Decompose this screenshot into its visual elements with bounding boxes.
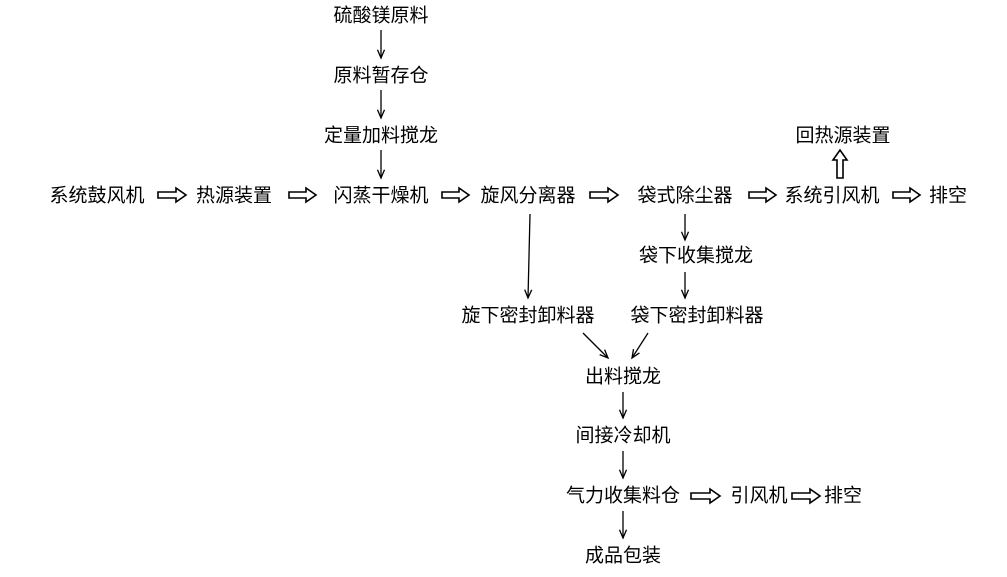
node-dosing-auger: 定量加料搅龙 bbox=[323, 124, 439, 147]
arrowhead bbox=[618, 469, 628, 480]
arrowhead bbox=[376, 169, 386, 180]
node-flash-dryer: 闪蒸干燥机 bbox=[333, 184, 429, 207]
hollow-flow-arrow bbox=[157, 186, 188, 204]
arrowhead bbox=[376, 49, 386, 60]
flow-arrow bbox=[527, 213, 531, 299]
node-bag-collect-auger: 袋下收集搅龙 bbox=[638, 244, 754, 267]
hollow-flow-arrow bbox=[288, 186, 318, 204]
hollow-flow-arrow bbox=[589, 186, 620, 204]
arrowhead bbox=[631, 349, 640, 360]
hollow-flow-arrow bbox=[831, 148, 849, 179]
node-product-packing: 成品包装 bbox=[584, 544, 662, 567]
arrowhead bbox=[376, 109, 386, 120]
arrowhead bbox=[618, 529, 628, 540]
node-system-induced-fan: 系统引风机 bbox=[784, 184, 880, 207]
node-return-heat-source: 回热源装置 bbox=[795, 124, 891, 147]
arrowhead bbox=[680, 289, 690, 300]
node-exhaust-2: 排空 bbox=[823, 484, 863, 507]
arrowhead bbox=[599, 349, 610, 360]
hollow-flow-arrow bbox=[791, 487, 822, 505]
node-exhaust-1: 排空 bbox=[928, 184, 968, 207]
node-bag-rotary-valve: 袋下密封卸料器 bbox=[630, 304, 764, 327]
node-pneumatic-silo: 气力收集料仓 bbox=[565, 484, 681, 507]
arrowhead bbox=[618, 409, 628, 420]
flow-arrow bbox=[582, 332, 609, 359]
node-cyclone-rotary-valve: 旋下密封卸料器 bbox=[461, 304, 595, 327]
node-bag-filter: 袋式除尘器 bbox=[637, 184, 733, 207]
node-raw-storage: 原料暂存仓 bbox=[333, 64, 429, 87]
arrowhead bbox=[524, 289, 533, 300]
node-heat-source: 热源装置 bbox=[195, 184, 273, 207]
node-system-blower: 系统鼓风机 bbox=[49, 184, 145, 207]
node-raw-material: 硫酸镁原料 bbox=[333, 4, 429, 27]
hollow-flow-arrow bbox=[892, 186, 922, 204]
arrowhead bbox=[680, 231, 690, 242]
node-indirect-cooler: 间接冷却机 bbox=[575, 424, 671, 447]
node-induced-fan: 引风机 bbox=[730, 484, 788, 507]
hollow-flow-arrow bbox=[690, 487, 722, 505]
hollow-flow-arrow bbox=[748, 186, 778, 204]
node-cyclone: 旋风分离器 bbox=[480, 184, 576, 207]
hollow-flow-arrow bbox=[441, 186, 471, 204]
node-discharge-auger: 出料搅龙 bbox=[584, 365, 662, 388]
flow-arrow bbox=[631, 332, 649, 359]
